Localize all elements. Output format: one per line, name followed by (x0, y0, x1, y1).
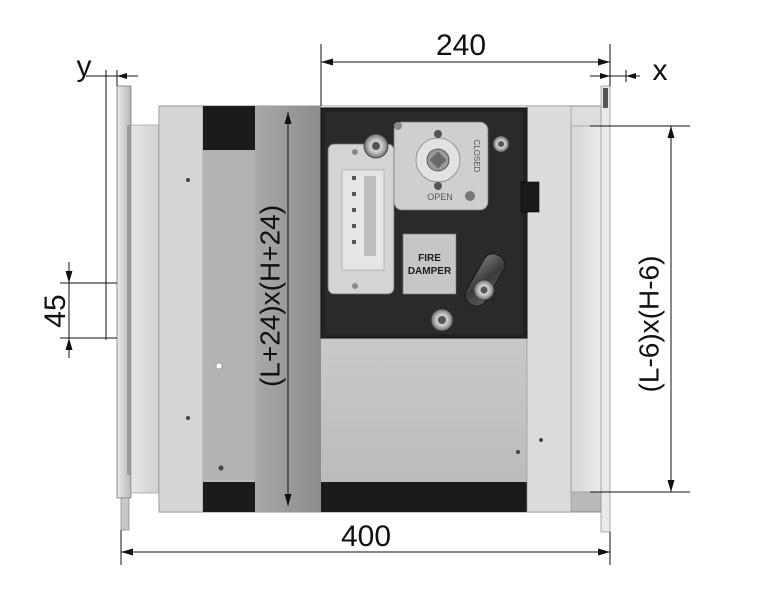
fire-damper-label: FIRE DAMPER (402, 233, 457, 295)
left-flange (116, 85, 160, 531)
dim-45-label: 45 (39, 294, 72, 327)
fire-label-line1: FIRE (418, 253, 441, 264)
dim-right-height-label: (L-6)x(H-6) (633, 256, 664, 393)
actuator-housing: OPEN CLOSED FIRE DAMPER (320, 107, 540, 339)
dim-inner-height-label: (L+24)x(H+24) (254, 205, 285, 387)
open-label: OPEN (427, 192, 453, 202)
dimension-labels: 240 400 y x 45 (L+24)x(H+24) (L-6)x(H-6) (39, 29, 668, 553)
closed-label: CLOSED (472, 140, 481, 173)
fire-label-line2: DAMPER (408, 266, 452, 277)
dim-y-label: y (77, 50, 92, 83)
top-right-screw-icon (492, 135, 510, 153)
bottom-screw-icon (430, 308, 454, 332)
terminal-pins (352, 176, 376, 256)
position-indicator: OPEN CLOSED (393, 121, 489, 211)
dim-x-label: x (653, 54, 668, 87)
terminal-cover (327, 143, 395, 295)
top-left-screw-icon (363, 133, 389, 159)
dim-400-label: 400 (341, 520, 391, 553)
dim-240-label: 240 (436, 29, 486, 62)
release-handle (464, 253, 506, 307)
dimension-lines (60, 44, 690, 565)
